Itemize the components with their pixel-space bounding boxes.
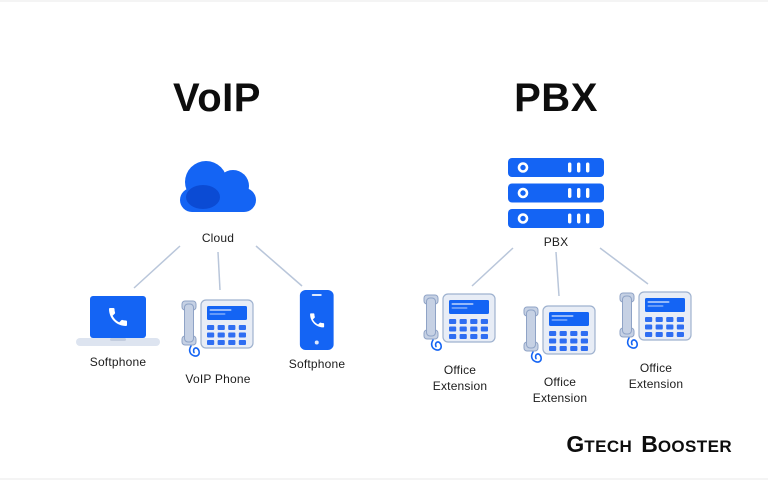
office-extension-node-1: Office Extension [423,290,497,394]
voip-title: VoIP [173,76,261,120]
office-extension-node-2: Office Extension [523,302,597,406]
cloud-icon [168,152,268,224]
brand-word2-initial: B [641,431,658,457]
softphone-laptop-label: Softphone [89,355,147,369]
connector-cloud-mobile [255,245,303,287]
mobile-softphone-icon [300,290,334,350]
server-rack-icon [508,158,604,228]
office-extension-label-2: Office Extension [532,375,588,406]
pbx-server-label: PBX [543,235,569,249]
connector-cloud-voipphone [217,251,221,291]
softphone-mobile-node: Softphone [289,290,346,372]
voip-desk-phone-icon [181,296,255,362]
office-extension-label-1: Office Extension [432,363,488,394]
pbx-title: PBX [514,76,598,120]
softphone-mobile-label: Softphone [288,357,346,371]
brand-logo: GTech Booster [566,431,732,458]
office-extension-label-3: Office Extension [628,361,684,392]
desk-phone-icon [423,290,497,356]
voip-phone-label: VoIP Phone [185,372,251,386]
softphone-laptop-node: Softphone [76,296,160,370]
cloud-label: Cloud [201,231,235,245]
desk-phone-icon [619,288,693,354]
pbx-server-node: PBX [508,158,604,250]
cloud-node: Cloud [168,152,268,246]
office-extension-node-3: Office Extension [619,288,693,392]
brand-word2-rest: ooster [657,437,732,456]
brand-word1-rest: Tech [584,437,633,456]
connector-cloud-laptop [133,245,181,289]
desk-phone-icon [523,302,597,368]
voip-phone-node: VoIP Phone [181,296,255,387]
laptop-softphone-icon [76,296,160,348]
connector-pbx-ext1 [471,247,514,287]
connector-pbx-ext2 [555,251,560,297]
brand-word1-initial: G [566,431,585,457]
connector-pbx-ext3 [599,247,649,285]
